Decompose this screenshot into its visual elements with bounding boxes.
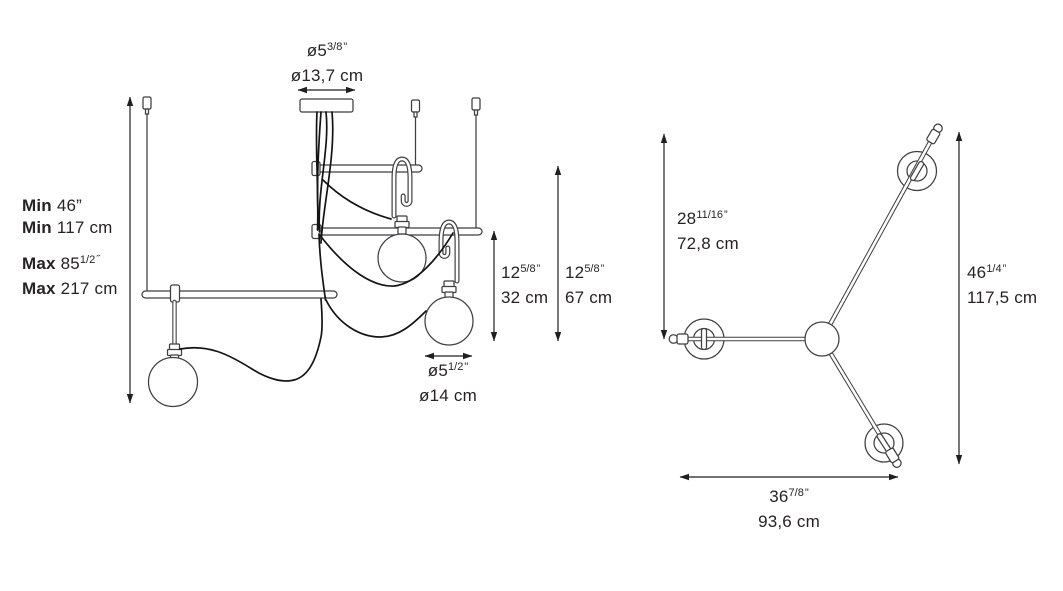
arm-length-metric: 72,8 cm <box>677 233 739 253</box>
max-height-metric: Max 217 cm <box>22 278 118 298</box>
globe-middle <box>378 234 426 282</box>
overall-height-metric: 117,5 cm <box>967 287 1038 307</box>
canopy-diameter-metric: ø13,7 cm <box>290 65 364 85</box>
globe-diameter-label: ø51/2" ø14 cm <box>408 360 488 406</box>
overall-width-metric: 93,6 cm <box>758 511 820 531</box>
dimension-arrows-front <box>126 86 562 404</box>
globe-clips <box>702 161 925 454</box>
arm-length-label: 2811/16” 72,8 cm <box>677 208 739 254</box>
ceiling-fitting <box>472 98 480 115</box>
arms <box>684 137 933 455</box>
dimension-arrows-top <box>660 131 963 481</box>
front-view-drawing <box>126 86 562 407</box>
globe-left <box>149 358 198 407</box>
canopy-diameter-label: ø53/8" ø13,7 cm <box>257 40 397 86</box>
lower-bar <box>142 291 337 298</box>
inner-drop-metric: 32 cm <box>501 287 549 307</box>
central-hub <box>805 322 839 356</box>
suspension-wires <box>143 97 480 292</box>
arm-end-caps <box>669 122 944 469</box>
ceiling-fitting <box>143 97 151 114</box>
min-height-imperial: Min 46” <box>22 196 82 215</box>
ceiling-canopy <box>300 99 353 112</box>
power-cables <box>180 112 453 381</box>
min-height-metric: Min 117 cm <box>22 217 113 237</box>
inner-drop-label: 125/8” 32 cm <box>501 262 548 308</box>
outer-drop-label: 125/8” 67 cm <box>565 262 612 308</box>
canopy-diameter-imperial: ø53/8" <box>306 41 348 60</box>
arm-length-imperial: 2811/16” <box>677 209 728 228</box>
globe-right <box>425 297 473 345</box>
overall-height-label: 461/4” 117,5 cm <box>967 262 1037 308</box>
structure-bars <box>142 162 482 303</box>
hanging-hooks <box>394 159 457 281</box>
overall-width-label: 367/8" 93,6 cm <box>724 486 854 532</box>
outer-drop-metric: 67 cm <box>565 287 613 307</box>
overall-height-imperial: 461/4” <box>967 263 1007 282</box>
max-height-imperial: Max 851/2˝ <box>22 254 100 273</box>
top-view-drawing <box>660 122 963 481</box>
globe-diameter-metric: ø14 cm <box>419 385 477 405</box>
height-range-label: Min 46” Min 117 cm Max 851/2˝ Max 217 cm <box>22 195 118 299</box>
ceiling-fitting <box>412 100 420 117</box>
inner-drop-imperial: 125/8” <box>501 263 541 282</box>
overall-width-imperial: 367/8" <box>769 487 809 506</box>
globe-diameter-imperial: ø51/2" <box>427 361 469 380</box>
outer-drop-imperial: 125/8” <box>565 263 605 282</box>
bar-clip <box>171 285 180 302</box>
glass-globes <box>149 234 474 407</box>
